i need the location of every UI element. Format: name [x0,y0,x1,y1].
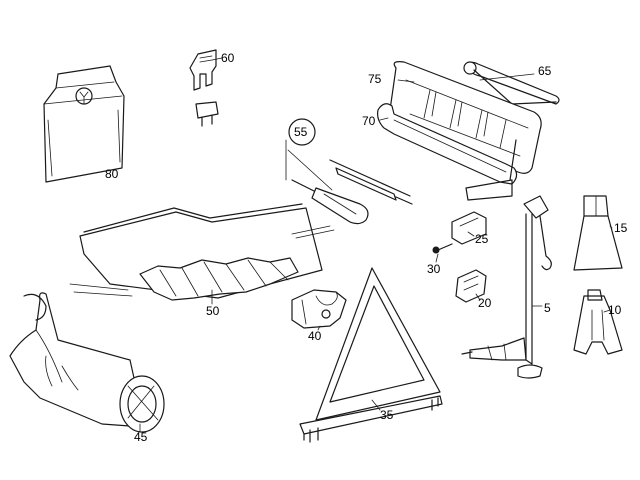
callout-35: 35 [380,408,394,422]
part-40-triangle-clip[interactable] [291,289,347,329]
part-5-jack[interactable] [461,195,552,379]
callout-40: 40 [308,329,322,343]
part-35-warning-triangle[interactable] [299,267,443,443]
callout-55: 55 [294,125,308,139]
callout-15: 15 [614,221,628,235]
part-10-stand[interactable] [573,289,623,355]
callout-50: 50 [206,304,220,318]
callout-5: 5 [544,301,551,315]
part-15-wheel-chock[interactable] [573,195,623,271]
callout-75: 75 [368,72,382,86]
part-55-screwdrivers[interactable] [285,118,413,225]
part-25-clip[interactable] [451,211,487,245]
part-45-folding-cover[interactable] [9,292,165,433]
callout-45: 45 [134,430,148,444]
part-60-fuse-puller[interactable] [189,49,219,127]
part-20-bracket[interactable] [455,269,487,303]
callout-10: 10 [608,303,622,317]
callout-80: 80 [105,167,119,181]
leader-lines [109,57,613,433]
part-80-tool-pouch[interactable] [43,65,125,183]
part-50-floor-mat[interactable] [69,203,335,301]
callout-25: 25 [475,232,489,246]
part-70-wrenches[interactable] [377,103,518,201]
callout-30: 30 [427,262,441,276]
callout-20: 20 [478,296,492,310]
callout-70: 70 [362,114,376,128]
part-30-screw[interactable] [432,243,453,254]
callout-60: 60 [221,51,235,65]
callout-65: 65 [538,64,552,78]
